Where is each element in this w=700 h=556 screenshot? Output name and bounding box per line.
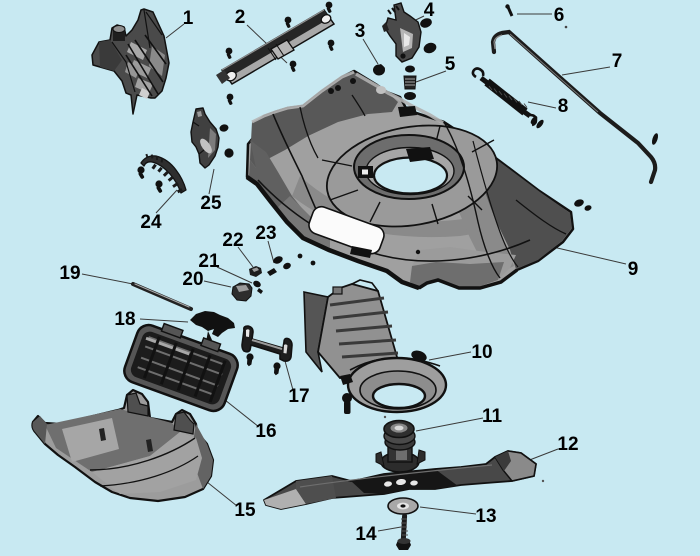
svg-text:9: 9 bbox=[628, 259, 639, 280]
svg-text:4: 4 bbox=[424, 0, 435, 21]
svg-text:3: 3 bbox=[355, 21, 366, 42]
svg-text:2: 2 bbox=[235, 7, 246, 28]
svg-text:10: 10 bbox=[471, 342, 492, 363]
svg-text:5: 5 bbox=[445, 54, 456, 75]
svg-text:23: 23 bbox=[255, 223, 276, 244]
svg-text:8: 8 bbox=[558, 96, 569, 117]
svg-text:21: 21 bbox=[198, 251, 220, 272]
svg-text:19: 19 bbox=[59, 263, 80, 284]
svg-text:22: 22 bbox=[222, 230, 243, 251]
svg-text:25: 25 bbox=[200, 193, 222, 214]
svg-text:20: 20 bbox=[182, 269, 203, 290]
svg-text:11: 11 bbox=[482, 406, 503, 427]
svg-text:18: 18 bbox=[114, 309, 135, 330]
svg-text:14: 14 bbox=[355, 524, 377, 545]
svg-text:7: 7 bbox=[612, 51, 623, 72]
svg-text:6: 6 bbox=[554, 5, 565, 26]
svg-text:15: 15 bbox=[234, 500, 256, 521]
svg-text:1: 1 bbox=[183, 8, 194, 29]
svg-text:24: 24 bbox=[140, 212, 162, 233]
svg-text:16: 16 bbox=[255, 421, 276, 442]
svg-text:17: 17 bbox=[288, 386, 309, 407]
svg-text:12: 12 bbox=[557, 434, 578, 455]
svg-text:13: 13 bbox=[475, 506, 496, 527]
